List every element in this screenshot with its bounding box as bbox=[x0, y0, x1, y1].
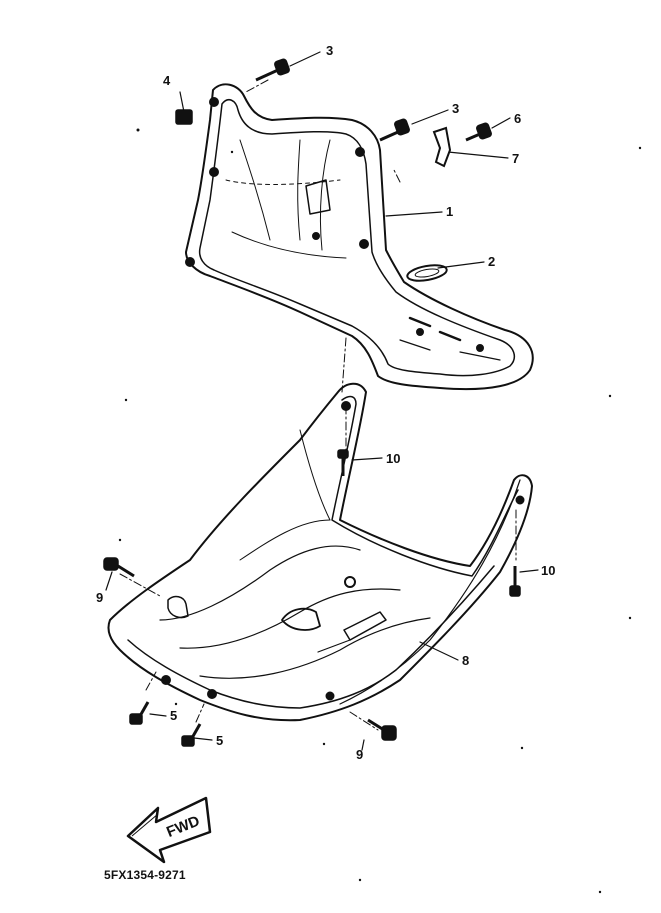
callout-3-right: 3 bbox=[452, 101, 460, 116]
callout-3-top: 3 bbox=[326, 43, 334, 58]
bolt-6 bbox=[465, 122, 492, 142]
callout-10-middle: 10 bbox=[386, 451, 401, 466]
bolt-9-bottom bbox=[367, 718, 397, 741]
callout-4: 4 bbox=[163, 73, 171, 88]
callout-2: 2 bbox=[488, 254, 496, 269]
screw-5-b bbox=[181, 723, 202, 747]
callout-7: 7 bbox=[512, 151, 520, 166]
clip-7 bbox=[432, 126, 452, 168]
callout-10-right: 10 bbox=[541, 563, 556, 578]
part-1-inner-panel bbox=[185, 83, 534, 391]
bolt-3-right bbox=[379, 118, 410, 142]
screw-5-a bbox=[129, 701, 150, 725]
callout-6: 6 bbox=[514, 111, 522, 126]
callout-1: 1 bbox=[446, 204, 454, 219]
assembly-guide-lines bbox=[119, 79, 517, 731]
callout-9-bottom: 9 bbox=[356, 747, 364, 762]
callout-9-left: 9 bbox=[96, 590, 104, 605]
bolt-3-top bbox=[255, 58, 290, 82]
nut-4 bbox=[175, 109, 193, 125]
bolt-10-right bbox=[509, 566, 521, 597]
print-specks bbox=[118, 128, 642, 894]
callout-8: 8 bbox=[462, 653, 470, 668]
callout-leaders bbox=[105, 51, 539, 751]
bolt-10-middle bbox=[337, 449, 349, 476]
part-8-floor-panel bbox=[107, 382, 533, 722]
callout-5-b: 5 bbox=[216, 733, 224, 748]
part-2-grommet bbox=[406, 264, 448, 282]
bolt-9-left bbox=[103, 557, 135, 578]
callout-5-a: 5 bbox=[170, 708, 178, 723]
diagram-part-code: 5FX1354-9271 bbox=[104, 868, 186, 882]
forward-direction-arrow-icon: FWD bbox=[126, 796, 212, 864]
